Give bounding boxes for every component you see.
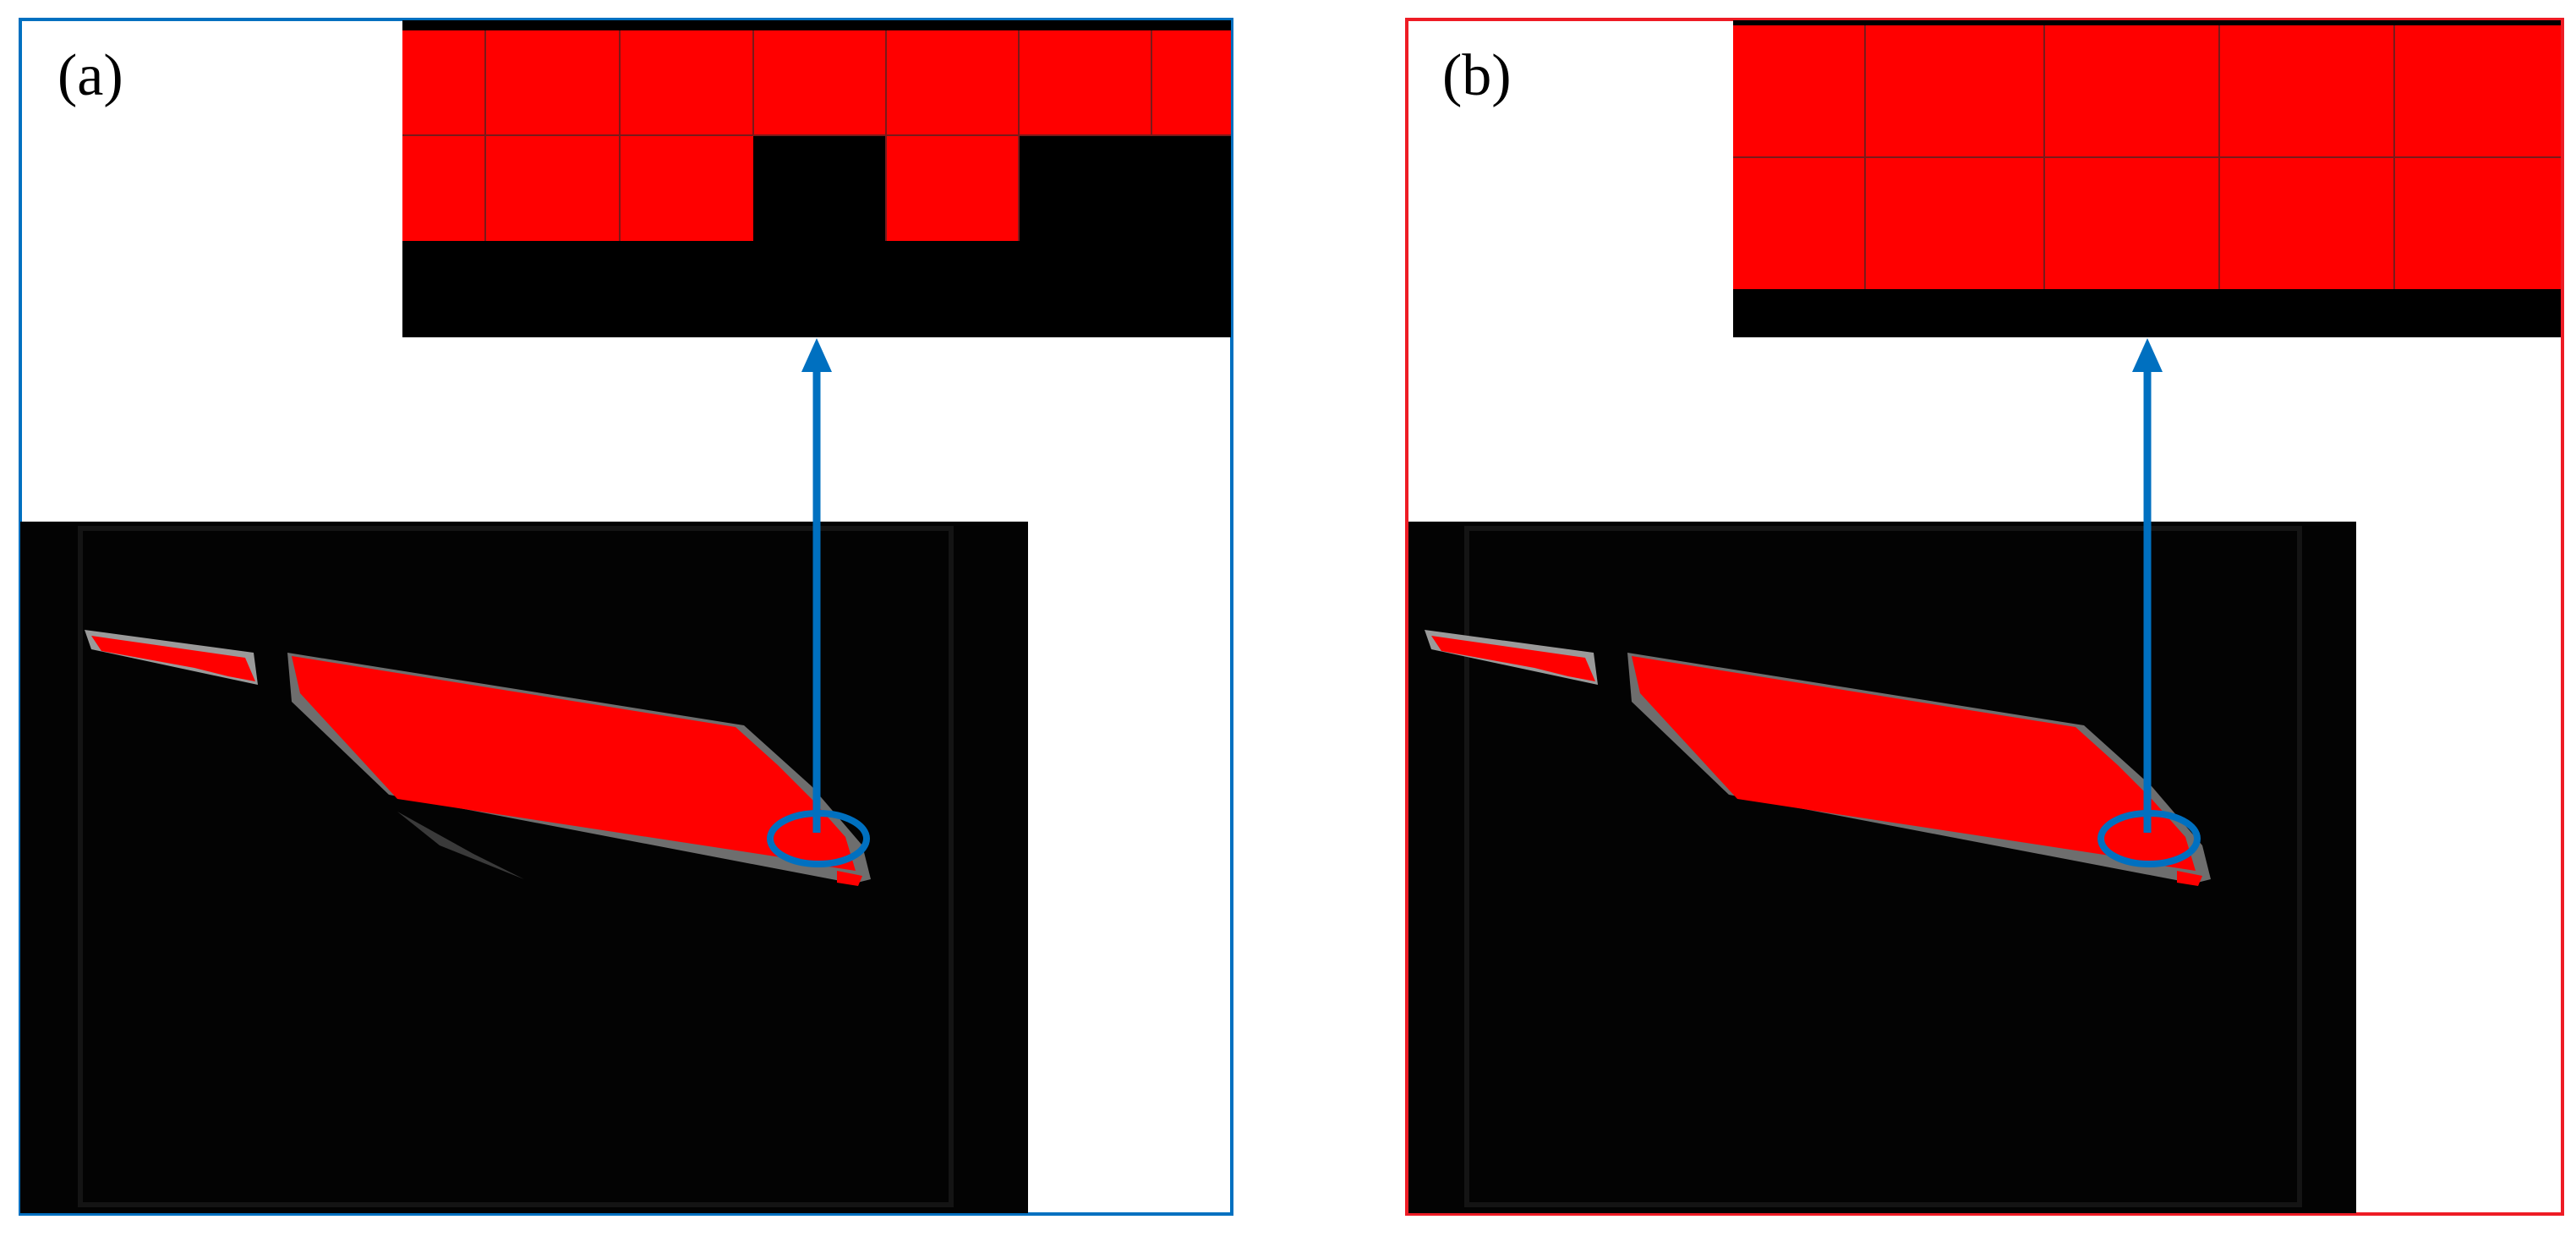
segmentation-b-main: [1632, 656, 2196, 871]
segmentation-b-left: [1431, 636, 1595, 681]
ct-image-b: [1408, 522, 2356, 1213]
inset-grid-a: [402, 20, 1231, 337]
highlight-ellipse-icon: [767, 810, 870, 867]
panel-label-a: (a): [57, 43, 123, 108]
ct-image-a: [20, 522, 1028, 1213]
up-arrow-icon: [801, 338, 832, 833]
highlight-ellipse-icon: [2097, 810, 2201, 867]
inset-grid-b: [1733, 20, 2561, 337]
segmentation-a-left: [91, 636, 255, 681]
up-arrow-icon: [2132, 338, 2163, 833]
panel-label-b: (b): [1442, 43, 1512, 108]
segmentation-a-main: [292, 656, 856, 871]
